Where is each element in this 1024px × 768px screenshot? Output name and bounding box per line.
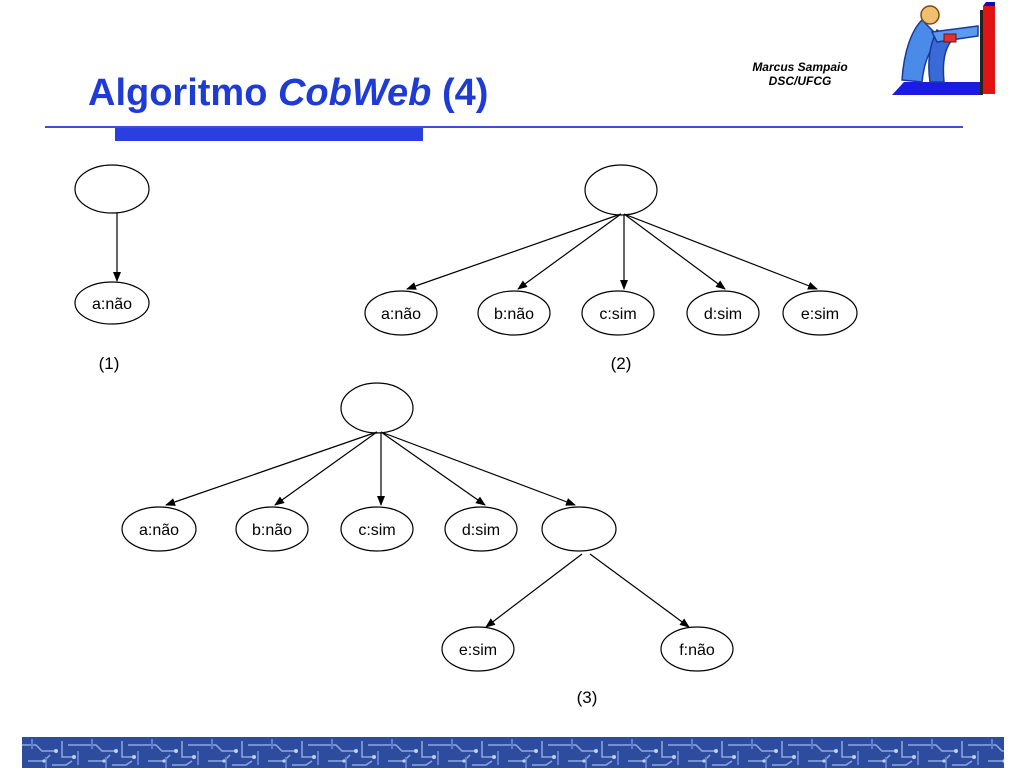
tree3-leaf-label: a:não — [139, 522, 179, 539]
tree2-leaf-label: e:sim — [801, 306, 839, 323]
tree2-caption: (2) — [611, 354, 632, 373]
footer-circuit-banner — [22, 737, 1004, 768]
tree3-leaf-node — [340, 506, 414, 552]
tree2-leaf-node — [782, 290, 858, 336]
tree2-leaf-label: d:sim — [704, 306, 742, 323]
tree3-subtree-edge — [485, 553, 583, 628]
tree2-leaf-node — [364, 290, 438, 336]
tree2-leaf-label: a:não — [381, 306, 421, 323]
tree1-caption: (1) — [99, 354, 120, 373]
tree2-leaf-node — [686, 290, 760, 336]
tree3-edge — [274, 431, 378, 506]
tree2-leaf-node — [477, 290, 551, 336]
author-affiliation: DSC/UFCG — [768, 74, 832, 88]
tree3-subtree-leaf-node — [441, 626, 515, 672]
tree-2: a:não b:não c:sim d:sim e:sim (2) — [364, 164, 858, 373]
tree-1: a:não (1) — [74, 164, 150, 373]
tree3-edge — [380, 431, 486, 506]
title-suffix: (4) — [431, 72, 489, 114]
tree3-leaf-node — [235, 506, 309, 552]
tree3-leaf-label: c:sim — [358, 522, 395, 539]
tree3-edge — [380, 431, 576, 506]
tree3-subtree-edge — [589, 553, 690, 628]
tree3-leaf-label: b:não — [252, 522, 292, 539]
tree3-edge — [165, 431, 378, 506]
tree1-leaf-label: a:não — [92, 296, 132, 313]
title-rule-accent — [115, 128, 423, 141]
tree3-root-node — [340, 382, 414, 434]
author-name: Marcus Sampaio — [752, 60, 848, 74]
tree2-edge — [623, 213, 726, 290]
tree3-leaf-node — [444, 506, 518, 552]
title-italic: CobWeb — [277, 72, 432, 114]
slide-title: Algoritmo CobWeb (4) — [88, 72, 488, 115]
tree3-leaf-node — [121, 506, 197, 552]
tree1-root-node — [74, 164, 150, 214]
tree3-leaf-label: d:sim — [462, 522, 500, 539]
tree3-caption: (3) — [577, 688, 598, 707]
title-rule — [45, 126, 963, 128]
tree2-leaf-label: c:sim — [599, 306, 636, 323]
tree3-subtree-leaf-label: e:sim — [459, 642, 497, 659]
tree2-edge — [623, 213, 818, 290]
tree2-leaf-label: b:não — [494, 306, 534, 323]
author-block: Marcus Sampaio DSC/UFCG — [735, 60, 865, 88]
tree2-root-node — [584, 164, 658, 216]
logo-figure-icon — [892, 2, 995, 95]
tree2-edge — [406, 213, 622, 290]
title-main: Algoritmo — [88, 72, 278, 114]
tree-3: a:não b:não c:sim d:sim e:sim f:não (3) — [121, 382, 734, 707]
tree2-leaf-node — [581, 290, 655, 336]
tree3-subtree-leaf-node — [660, 626, 734, 672]
tree3-subtree-leaf-label: f:não — [679, 642, 715, 659]
tree1-leaf-node — [74, 281, 150, 325]
tree2-edge — [517, 213, 622, 290]
tree3-internal-node — [541, 506, 617, 552]
